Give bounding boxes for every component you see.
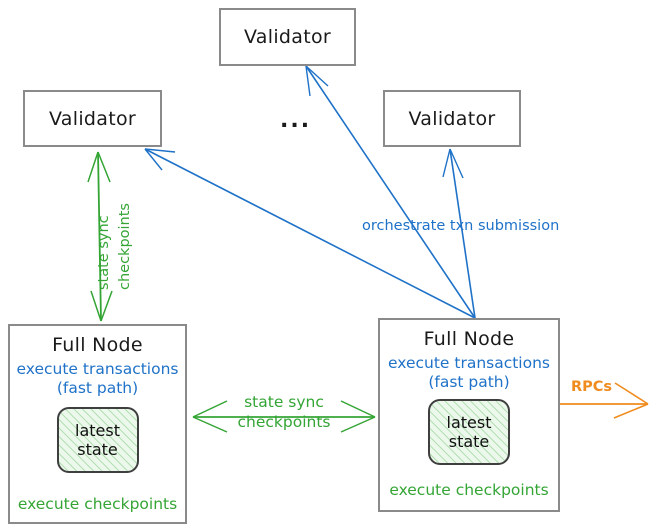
fullnode-left-green-line: execute checkpoints bbox=[17, 494, 178, 513]
edge-label-orchestrate: orchestrate txn submission bbox=[362, 218, 560, 234]
edge-label-state-sync-horizontal-line-1: state sync bbox=[244, 393, 324, 411]
edge-label-state-sync-vertical-line-1: state sync bbox=[96, 215, 112, 290]
fullnode-left[interactable]: Full Node execute transactions (fast pat… bbox=[8, 324, 187, 524]
edge-label-rpcs: RPCs bbox=[571, 379, 613, 395]
fullnode-left-latest-state: latest state bbox=[56, 406, 139, 473]
validator-left-label: Validator bbox=[48, 107, 136, 130]
fullnode-right-blue-line-2: (fast path) bbox=[428, 373, 510, 392]
fullnode-right-blue-line-1: execute transactions bbox=[387, 354, 551, 372]
fullnode-right-state-line-2: state bbox=[448, 431, 490, 451]
fullnode-left-title: Full Node bbox=[52, 334, 143, 356]
validator-node-left[interactable]: Validator bbox=[23, 90, 162, 147]
fullnode-left-blue-line-1: execute transactions bbox=[16, 360, 179, 378]
validator-top-label: Validator bbox=[243, 26, 331, 48]
validator-right-label: Validator bbox=[408, 107, 496, 130]
fullnode-left-state-line-2: state bbox=[77, 439, 118, 459]
fullnode-right-title: Full Node bbox=[423, 328, 515, 350]
edge-label-state-sync-vertical-line-2: checkpoints bbox=[117, 203, 133, 290]
fullnode-left-blue-line-2: (fast path) bbox=[56, 379, 139, 398]
fullnode-right-latest-state: latest state bbox=[428, 398, 510, 465]
fullnode-right-green-line: execute checkpoints bbox=[389, 480, 549, 499]
validators-ellipsis: ... bbox=[280, 108, 312, 133]
validator-node-top[interactable]: Validator bbox=[219, 8, 356, 66]
fullnode-right[interactable]: Full Node execute transactions (fast pat… bbox=[378, 318, 560, 512]
fullnode-right-state-line-1: latest bbox=[446, 412, 492, 432]
fullnode-left-state-line-1: latest bbox=[75, 420, 120, 440]
validator-node-right[interactable]: Validator bbox=[383, 90, 521, 147]
edge-label-state-sync-horizontal-line-2: checkpoints bbox=[237, 413, 331, 431]
